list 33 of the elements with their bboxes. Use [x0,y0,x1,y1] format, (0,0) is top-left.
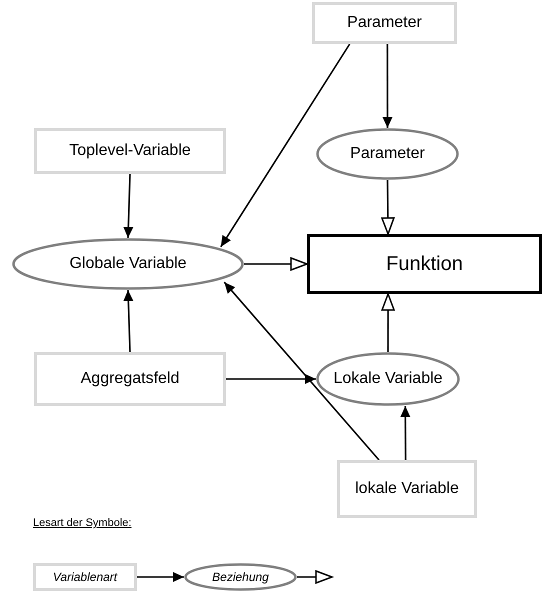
variable-box [34,128,226,174]
node-label: Parameter [350,144,425,164]
arrow [220,44,350,248]
node-label: Toplevel-Variable [69,141,191,161]
arrow [224,282,380,461]
arrow [244,257,308,271]
node-label: Parameter [347,13,422,33]
node-label: Variablenart [52,569,118,586]
node-label: Beziehung [212,569,269,586]
variable-box [337,460,477,518]
arrow [400,406,410,460]
node-label: Globale Variable [69,254,187,274]
relation-ellipse [316,128,459,180]
arrow [297,570,333,584]
node-label: Funktion [386,252,463,277]
variable-box [34,352,226,406]
node-label: Aggregatsfeld [80,369,180,389]
arrow [226,374,316,384]
function-box [307,234,542,294]
relation-ellipse [316,352,460,406]
node-label: lokale Variable [355,479,459,499]
node-label: Lokale Variable [333,369,443,389]
arrow [381,180,395,235]
relation-ellipse [184,563,297,591]
variable-box [33,563,137,591]
arrow [123,290,134,352]
arrow [382,44,392,128]
arrow [123,174,134,238]
arrow [137,572,184,582]
legend-heading: Lesart der Symbole: [33,516,132,531]
variable-box [312,2,457,44]
arrow [381,293,395,352]
relation-ellipse [12,238,244,290]
